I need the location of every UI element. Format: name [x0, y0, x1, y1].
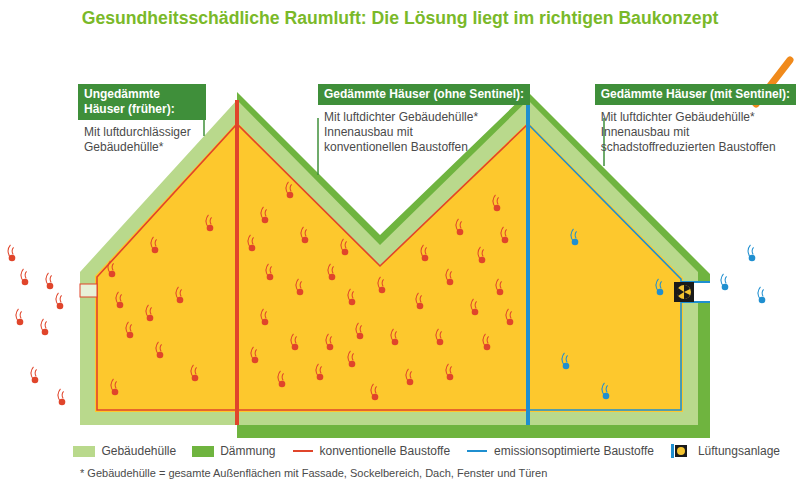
legend-label: Lüftungsanlage — [698, 444, 780, 458]
pollutant-dot — [293, 279, 304, 295]
pollutant-dot — [275, 371, 286, 387]
pollutant-dot — [53, 293, 64, 309]
caption: * Gebäudehülle = gesamte Außenflächen mi… — [80, 467, 547, 479]
pollutant-dot — [388, 329, 399, 345]
legend-item: Lüftungsanlage — [670, 444, 780, 458]
pollutant-dot — [468, 299, 479, 315]
pollutant-dot — [123, 322, 134, 338]
pollutant-dot — [13, 309, 24, 325]
pollutant-dot — [258, 207, 269, 223]
callout-heading: Gedämmte Häuser (mit Sentinel): — [595, 84, 796, 105]
pollutant-dot — [568, 229, 579, 245]
pollutant-dot — [418, 245, 429, 261]
legend-item: Dämmung — [192, 444, 275, 458]
legend-label: Dämmung — [220, 444, 275, 458]
pollutant-dot — [313, 364, 324, 380]
pollutant-dot — [288, 334, 299, 350]
leader-line — [203, 118, 205, 136]
ventilation-unit — [674, 282, 694, 302]
callout-body: Mit luftdurchlässiger Gebäudehülle* — [78, 120, 208, 155]
legend-symbol — [292, 444, 314, 458]
callout-body: Mit luftdichter Gebäudehülle* Innenausba… — [318, 105, 499, 155]
pollutant-dot — [113, 292, 124, 308]
legend-symbol — [670, 444, 692, 458]
pollutant-dot — [203, 215, 214, 231]
pollutant-dot — [345, 351, 356, 367]
pollutant-dot — [353, 323, 364, 339]
pollutant-dot — [718, 274, 729, 290]
legend-item: Gebäudehülle — [73, 444, 176, 458]
pollutant-dot — [5, 245, 16, 261]
pollutant-dot — [188, 365, 199, 381]
pollutant-dot — [480, 334, 491, 350]
interior — [95, 122, 683, 412]
pollutant-dot — [475, 247, 486, 263]
legend-symbol — [466, 444, 488, 458]
legend-swatch — [73, 446, 95, 457]
pollutant-dots — [5, 182, 766, 405]
pollutant-dot — [108, 379, 119, 395]
pollutant-dot — [298, 227, 309, 243]
pollutant-dot — [148, 237, 159, 253]
pollutant-dot — [43, 273, 54, 289]
pollutant-dot — [325, 264, 336, 280]
pollutant-dot — [248, 347, 259, 363]
pollutant-dot — [105, 261, 116, 277]
legend: Gebäudehülle Dämmung konventionelle Bausto… — [73, 444, 796, 458]
pollutant-dot — [153, 342, 164, 358]
pollutant-dot — [283, 182, 294, 198]
pollutant-dot — [443, 364, 454, 380]
pollutant-dot — [433, 329, 444, 345]
legend-label: konventionelle Baustoffe — [320, 444, 451, 458]
conventional-material-line — [97, 124, 528, 410]
pollutant-dot — [173, 287, 184, 303]
pollutant-dot — [559, 353, 570, 369]
pollutant-dot — [755, 287, 766, 303]
pollutant-dot — [413, 293, 424, 309]
pollutant-dot — [258, 309, 269, 325]
legend-label: emissionsoptimierte Baustoffe — [494, 444, 654, 458]
pollutant-dot — [599, 383, 610, 399]
pollutant-dot — [345, 289, 356, 305]
pollutant-dot — [403, 369, 414, 385]
callout-box: Ungedämmte Häuser (früher):Mit luftdurch… — [78, 84, 208, 155]
callout-body: Mit luftdichter Gebäudehülle* Innenausba… — [595, 105, 791, 155]
legend-label: Gebäudehülle — [101, 444, 176, 458]
leader-line — [317, 118, 319, 175]
optimized-material-line — [528, 124, 681, 410]
legend-swatch — [192, 446, 214, 457]
legend-item: emissionsoptimierte Baustoffe — [466, 444, 654, 458]
title: Gesundheitsschädliche Raumluft: Die Lösu… — [0, 8, 800, 29]
pollutant-dot — [55, 389, 66, 405]
callout-heading: Ungedämmte Häuser (früher): — [78, 84, 206, 120]
pollutant-dot — [453, 219, 464, 235]
pollutant-dot — [498, 227, 509, 243]
pollutant-dot — [368, 384, 379, 400]
pollutant-dot — [38, 319, 49, 335]
legend-item: konventionelle Baustoffe — [292, 444, 451, 458]
window — [80, 284, 97, 297]
pollutant-dot — [18, 269, 29, 285]
pollutant-dot — [263, 264, 274, 280]
pollutant-dot — [503, 309, 514, 325]
divider-red — [235, 100, 239, 425]
pollutant-dot — [323, 334, 334, 350]
callout-heading: Gedämmte Häuser (ohne Sentinel): — [318, 84, 530, 105]
pollutant-dot — [375, 277, 386, 293]
pollutant-dot — [493, 279, 504, 295]
pollutant-dot — [745, 245, 756, 261]
pollutant-dot — [245, 235, 256, 251]
pollutant-dot — [28, 367, 39, 383]
pollutant-dot — [443, 269, 454, 285]
pollutant-dot — [338, 239, 349, 255]
divider-blue — [526, 100, 530, 425]
pollutant-dot — [653, 279, 664, 295]
pollutant-dot — [490, 195, 501, 211]
callout-box: Gedämmte Häuser (mit Sentinel):Mit luftd… — [595, 84, 796, 155]
pollutant-dot — [143, 305, 154, 321]
callout-box: Gedämmte Häuser (ohne Sentinel):Mit luft… — [318, 84, 530, 155]
